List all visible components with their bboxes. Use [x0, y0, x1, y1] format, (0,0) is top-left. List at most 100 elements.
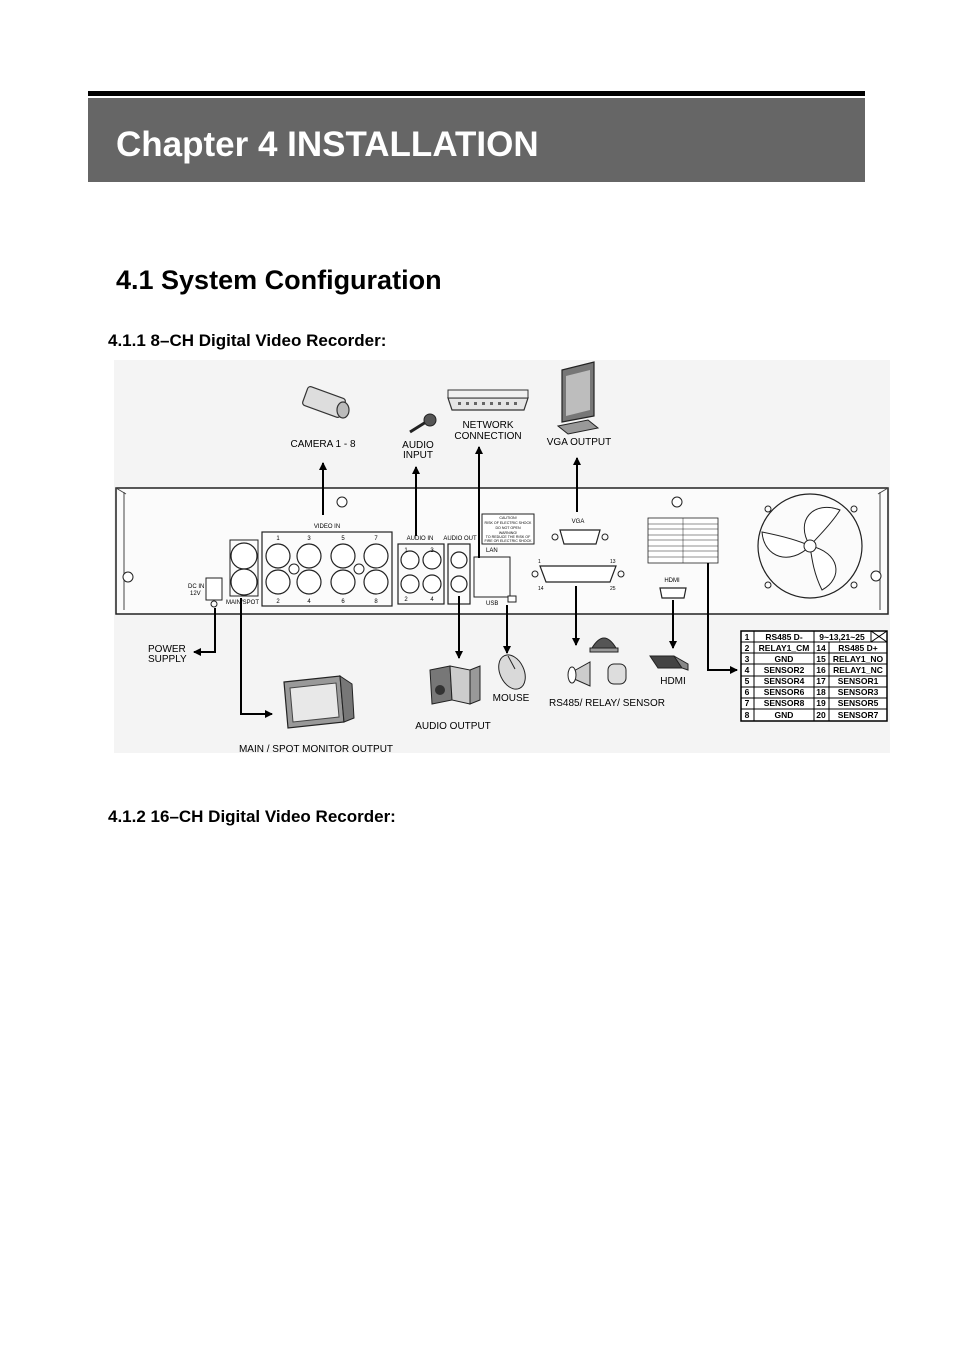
caution-line-6: FIRE OR ELECTRIC SHOCK	[484, 539, 532, 543]
audio-input-callout-line1: AUDIO	[402, 440, 434, 451]
vga-monitor-icon	[556, 361, 600, 435]
pin-row8-num2: 20	[816, 710, 826, 720]
power-callout-line1: POWER	[148, 644, 186, 655]
caution-line-1: CAUTION!	[499, 516, 516, 520]
pin-row6-signal2: SENSOR3	[838, 687, 879, 697]
dvr-rear-panel: DC IN 12V MAIN/SPOT VIDEO IN 1 3	[115, 487, 889, 615]
siren-icon	[567, 661, 591, 687]
caution-line-2: RISK OF ELECTRIC SHOCK	[485, 521, 533, 525]
dome-camera-icon	[589, 637, 619, 653]
audio-ch-1: 1	[404, 548, 408, 554]
camera-callout: CAMERA 1 - 8	[290, 439, 355, 450]
panel-pin-legend	[647, 517, 719, 564]
subsection-8ch-heading: 4.1.1 8–CH Digital Video Recorder:	[108, 331, 387, 350]
pin-row6-num2: 18	[816, 687, 826, 697]
db25-connector: 1 13 14 25	[531, 559, 625, 592]
pin-row2-signal2: RS485 D+	[838, 643, 877, 653]
section-title: 4.1 System Configuration	[116, 265, 442, 295]
pin-row8-signal: GND	[775, 710, 794, 720]
pin-row4-signal: SENSOR2	[764, 665, 805, 675]
video-ch-1: 1	[276, 536, 280, 542]
audio-out-label: AUDIO OUT	[443, 536, 477, 542]
pin-13-label: 13	[610, 559, 616, 565]
caution-label: CAUTION! RISK OF ELECTRIC SHOCK DO NOT O…	[481, 513, 535, 545]
pin-row2-signal: RELAY1_CM	[759, 643, 810, 653]
network-callout-line2: CONNECTION	[454, 431, 521, 442]
video-in-bnc-grid	[265, 543, 389, 595]
pin-row8-signal2: SENSOR7	[838, 710, 879, 720]
dvr-connection-diagram: CAMERA 1 - 8 AUDIO INPUT NETWORK CONNECT…	[114, 360, 890, 755]
pin-row3-num: 3	[745, 654, 750, 664]
pin-row7-signal: SENSOR8	[764, 698, 805, 708]
hdmi-cable-icon	[649, 655, 689, 671]
pin-row4-num2: 16	[816, 665, 826, 675]
pin-row1-signal: RS485 D-	[765, 632, 802, 642]
pin-row5-signal2: SENSOR1	[838, 676, 879, 686]
pin-1-label: 1	[538, 559, 541, 565]
audio-ch-2: 2	[404, 597, 408, 603]
dc-in-label-2: 12V	[190, 591, 201, 597]
audio-input-callout-line2: INPUT	[403, 450, 433, 461]
power-arrow	[193, 608, 216, 656]
pin-row7-num: 7	[745, 698, 750, 708]
pin-row4-signal2: RELAY1_NC	[833, 665, 883, 675]
video-ch-2: 2	[276, 599, 280, 605]
audio-ch-4: 4	[430, 597, 434, 603]
main-spot-panel-label: MAIN/SPOT	[226, 600, 259, 606]
pin-row8-num: 8	[745, 710, 750, 720]
video-ch-5: 5	[341, 536, 345, 542]
pin-row1-num2: 9~13,21~25	[819, 632, 865, 642]
video-ch-4: 4	[307, 599, 311, 605]
pin-row5-signal: SENSOR4	[764, 676, 805, 686]
vga-output-callout: VGA OUTPUT	[547, 437, 611, 448]
pin-row6-num: 6	[745, 687, 750, 697]
hdmi-callout: HDMI	[660, 676, 686, 687]
video-in-label: VIDEO IN	[314, 524, 340, 530]
video-ch-6: 6	[341, 599, 345, 605]
pin-row3-num2: 15	[816, 654, 826, 664]
hdmi-panel-label: HDMI	[664, 578, 680, 584]
subsection-16ch-heading: 4.1.2 16–CH Digital Video Recorder:	[108, 807, 396, 826]
mouse-icon	[498, 654, 526, 690]
main-spot-arrow	[240, 598, 273, 718]
usb-panel-label: USB	[486, 601, 498, 607]
pin-row7-num2: 19	[816, 698, 826, 708]
pin-row7-signal2: SENSOR5	[838, 698, 879, 708]
pin-row2-num: 2	[745, 643, 750, 653]
power-callout-line2: SUPPLY	[148, 654, 187, 665]
mouse-callout: MOUSE	[493, 693, 530, 704]
speakers-icon	[429, 665, 481, 705]
vga-panel-label: VGA	[572, 519, 585, 525]
audio-output-callout: AUDIO OUTPUT	[415, 721, 491, 732]
audio-in-label: AUDIO IN	[407, 536, 434, 542]
chapter-title: Chapter 4 INSTALLATION	[116, 125, 539, 164]
diagram-svg: CAMERA 1 - 8 AUDIO INPUT NETWORK CONNECT…	[115, 361, 889, 755]
pin-row1-num: 1	[745, 632, 750, 642]
microphone-icon	[409, 413, 437, 434]
sensor-icon	[607, 663, 627, 685]
network-callout-line1: NETWORK	[462, 420, 513, 431]
main-spot-monitor-icon	[283, 675, 355, 729]
fan-icon	[757, 493, 863, 599]
caution-line-3: DO NOT OPEN	[495, 526, 520, 530]
pin-row3-signal2: RELAY1_NO	[833, 654, 884, 664]
chapter-header: Chapter 4 INSTALLATION	[88, 91, 865, 182]
caution-line-4: WARNING!	[499, 531, 517, 535]
chapter-band-fill: Chapter 4 INSTALLATION	[88, 98, 865, 182]
dc-in-label-1: DC IN	[188, 584, 204, 590]
video-ch-3: 3	[307, 536, 311, 542]
pin-row4-num: 4	[745, 665, 750, 675]
pin-25-label: 25	[610, 586, 616, 592]
pin-row3-signal: GND	[775, 654, 794, 664]
camera-icon	[302, 386, 350, 419]
network-switch-icon	[447, 389, 529, 411]
lan-panel-label: LAN	[486, 548, 498, 554]
caution-line-5: TO REDUCE THE RISK OF	[486, 535, 531, 539]
video-ch-8: 8	[374, 599, 378, 605]
audio-ch-3: 3	[430, 548, 434, 554]
pin-row5-num2: 17	[816, 676, 826, 686]
pin-row6-signal: SENSOR6	[764, 687, 805, 697]
main-spot-bnc	[229, 539, 259, 597]
video-ch-7: 7	[374, 536, 378, 542]
audio-in-rca-grid	[400, 550, 442, 594]
